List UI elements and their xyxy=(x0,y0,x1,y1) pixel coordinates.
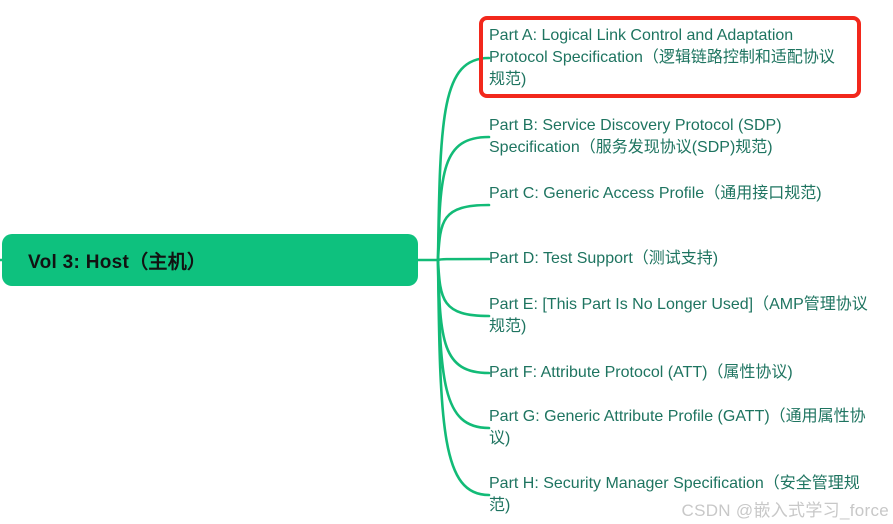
branch-connector-part-c xyxy=(436,203,491,262)
branch-part-g-label[interactable]: Part G: Generic Attribute Profile (GATT)… xyxy=(489,408,866,447)
branch-connector-part-e xyxy=(436,258,491,318)
branch-part-h-label[interactable]: Part H: Security Manager Specification（安… xyxy=(489,475,860,514)
branch-connector-part-d xyxy=(436,257,491,262)
root-node-label: Vol 3: Host（主机） xyxy=(28,251,207,273)
branch-part-c-label[interactable]: Part C: Generic Access Profile（通用接口规范) xyxy=(489,185,822,202)
highlight-box-part-a: Part A: Logical Link Control and Adaptat… xyxy=(479,16,861,98)
branch-part-b-label[interactable]: Part B: Service Discovery Protocol (SDP)… xyxy=(489,117,782,156)
branch-connector-part-h xyxy=(436,258,491,497)
branch-connector-part-b xyxy=(436,135,491,262)
branch-part-a-label[interactable]: Part A: Logical Link Control and Adaptat… xyxy=(489,27,835,88)
watermark: CSDN @嵌入式学习_force xyxy=(681,501,889,520)
branch-part-f-label[interactable]: Part F: Attribute Protocol (ATT)（属性协议) xyxy=(489,364,793,381)
branch-part-d-label[interactable]: Part D: Test Support（测试支持) xyxy=(489,250,719,267)
root-node[interactable]: Vol 3: Host（主机） xyxy=(2,234,418,286)
branch-part-e-label[interactable]: Part E: [This Part Is No Longer Used]（AM… xyxy=(489,296,868,335)
